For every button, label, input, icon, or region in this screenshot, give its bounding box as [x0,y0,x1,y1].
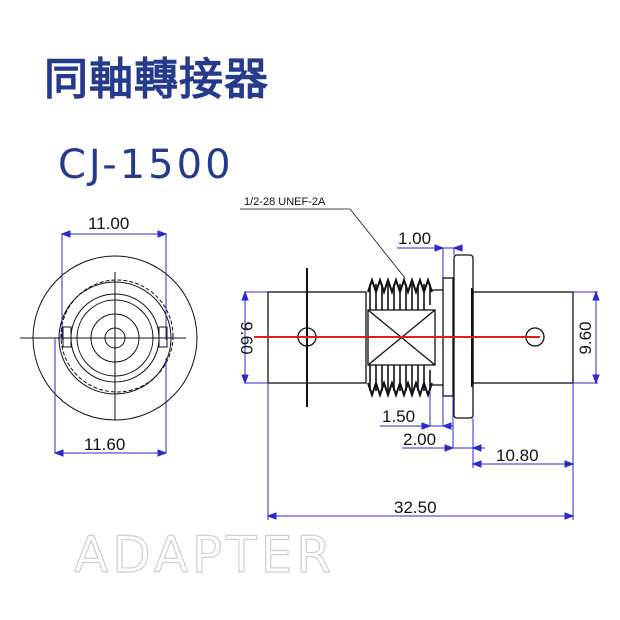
front-view-dimensions [53,230,168,457]
front-view [20,255,198,421]
dim-bottom-width: 11.60 [84,435,125,454]
dim-overall-length: 32.50 [394,498,437,517]
dim-left-diameter: 9.60 [237,321,256,354]
adapter-label: ADAPTER [74,526,335,584]
dim-shoulder: 2.00 [403,430,436,449]
dim-right-body-length: 10.80 [496,446,539,465]
dim-thread-gap: 1.50 [382,407,415,426]
side-view-dimensions [241,244,600,520]
dim-top-width: 11.00 [88,214,129,233]
dim-flange-thickness: 1.00 [398,229,431,248]
page-title: 同軸轉接器 [44,54,269,105]
dim-right-diameter: 9.60 [576,321,595,354]
thread-spec-note: 1/2-28 UNEF-2A [244,196,326,208]
model-number: CJ-1500 [58,142,234,188]
